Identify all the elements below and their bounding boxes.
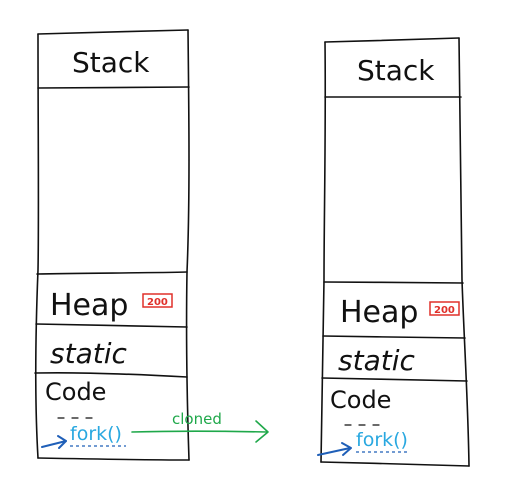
left-heap-badge-box (142, 293, 173, 308)
left-heap-badge-value: 200 (147, 297, 168, 308)
left-code-label: Code (45, 378, 106, 406)
right-heap-bottom-divider (322, 335, 466, 339)
right-memory-left-edge (320, 41, 327, 463)
right-heap-label: Heap (340, 295, 418, 330)
left-heap-badge: 200 (142, 293, 173, 308)
left-stack-divider (37, 86, 190, 89)
clone-arrow-label: cloned (172, 410, 222, 428)
right-heap-top-divider (323, 281, 464, 284)
right-static-bottom-divider (321, 377, 468, 382)
left-memory-right-edge (185, 29, 190, 461)
right-memory-top (324, 37, 460, 43)
right-fork-call: fork() (356, 429, 408, 451)
right-code-label: Code (330, 386, 391, 414)
left-heap-label: Heap (50, 288, 128, 323)
right-memory-right-edge (458, 37, 470, 467)
right-pointer-arrow (317, 442, 352, 456)
clone-arrow (131, 420, 269, 443)
left-memory-bottom (37, 457, 190, 461)
left-heap-bottom-divider (35, 323, 188, 328)
left-stack-label: Stack (72, 46, 150, 79)
right-heap-badge: 200 (429, 301, 460, 316)
right-heap-badge-box (429, 301, 460, 316)
clone-arrow-head (255, 420, 269, 443)
left-static-label: static (50, 337, 127, 370)
right-stack-label: Stack (357, 54, 435, 87)
left-memory-left-edge (34, 33, 40, 459)
right-static-label: static (338, 344, 415, 377)
left-pointer-arrow (41, 435, 67, 449)
left-heap-top-divider (36, 271, 188, 275)
right-memory-bottom (320, 461, 470, 467)
left-process-memory (34, 29, 190, 461)
left-fork-call: fork() (70, 423, 122, 445)
clone-arrow-shaft (131, 430, 268, 433)
right-process-memory (320, 37, 470, 467)
right-heap-badge-value: 200 (434, 305, 455, 316)
left-static-bottom-divider (34, 372, 188, 378)
left-memory-top (37, 29, 189, 35)
